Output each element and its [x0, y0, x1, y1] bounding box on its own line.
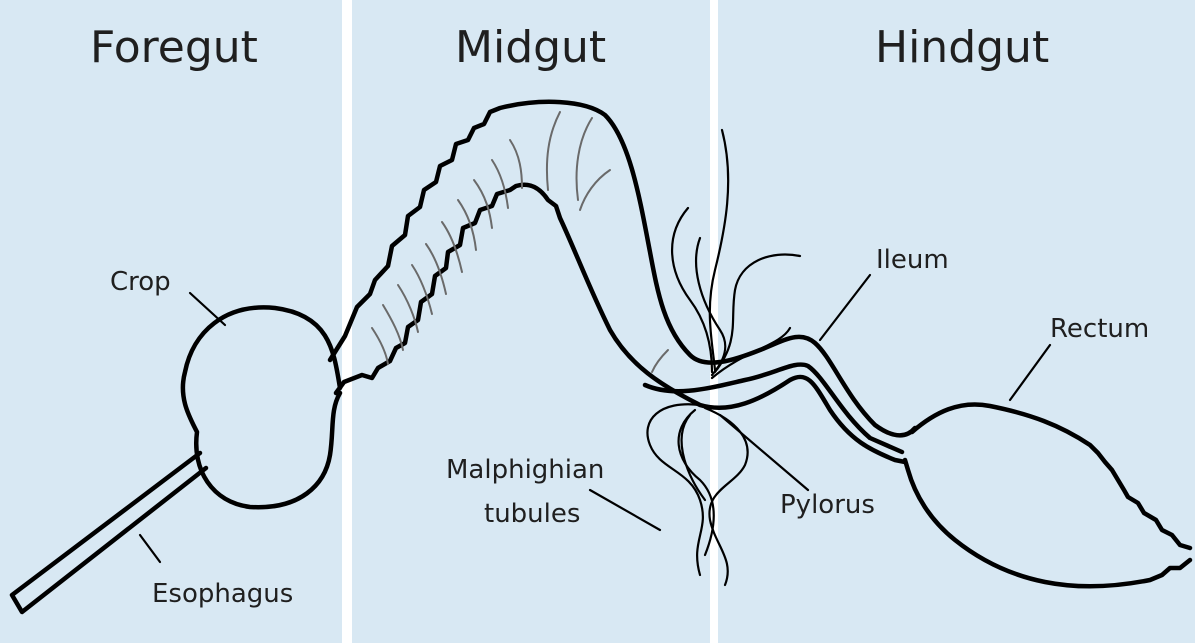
midgut-title: Midgut — [455, 22, 606, 73]
foregut-title: Foregut — [90, 22, 258, 73]
hindgut-title: Hindgut — [875, 22, 1049, 73]
rectum-label: Rectum — [1050, 314, 1149, 344]
crop-label: Crop — [110, 267, 171, 297]
ileum-label: Ileum — [876, 245, 949, 275]
foregut-panel — [0, 0, 342, 643]
pylorus-label: Pylorus — [780, 490, 875, 520]
malpighian-label-line1: Malphighian — [446, 455, 604, 485]
esophagus-label: Esophagus — [152, 579, 293, 609]
midgut-panel — [352, 0, 710, 643]
malpighian-label-line2: tubules — [484, 499, 580, 529]
